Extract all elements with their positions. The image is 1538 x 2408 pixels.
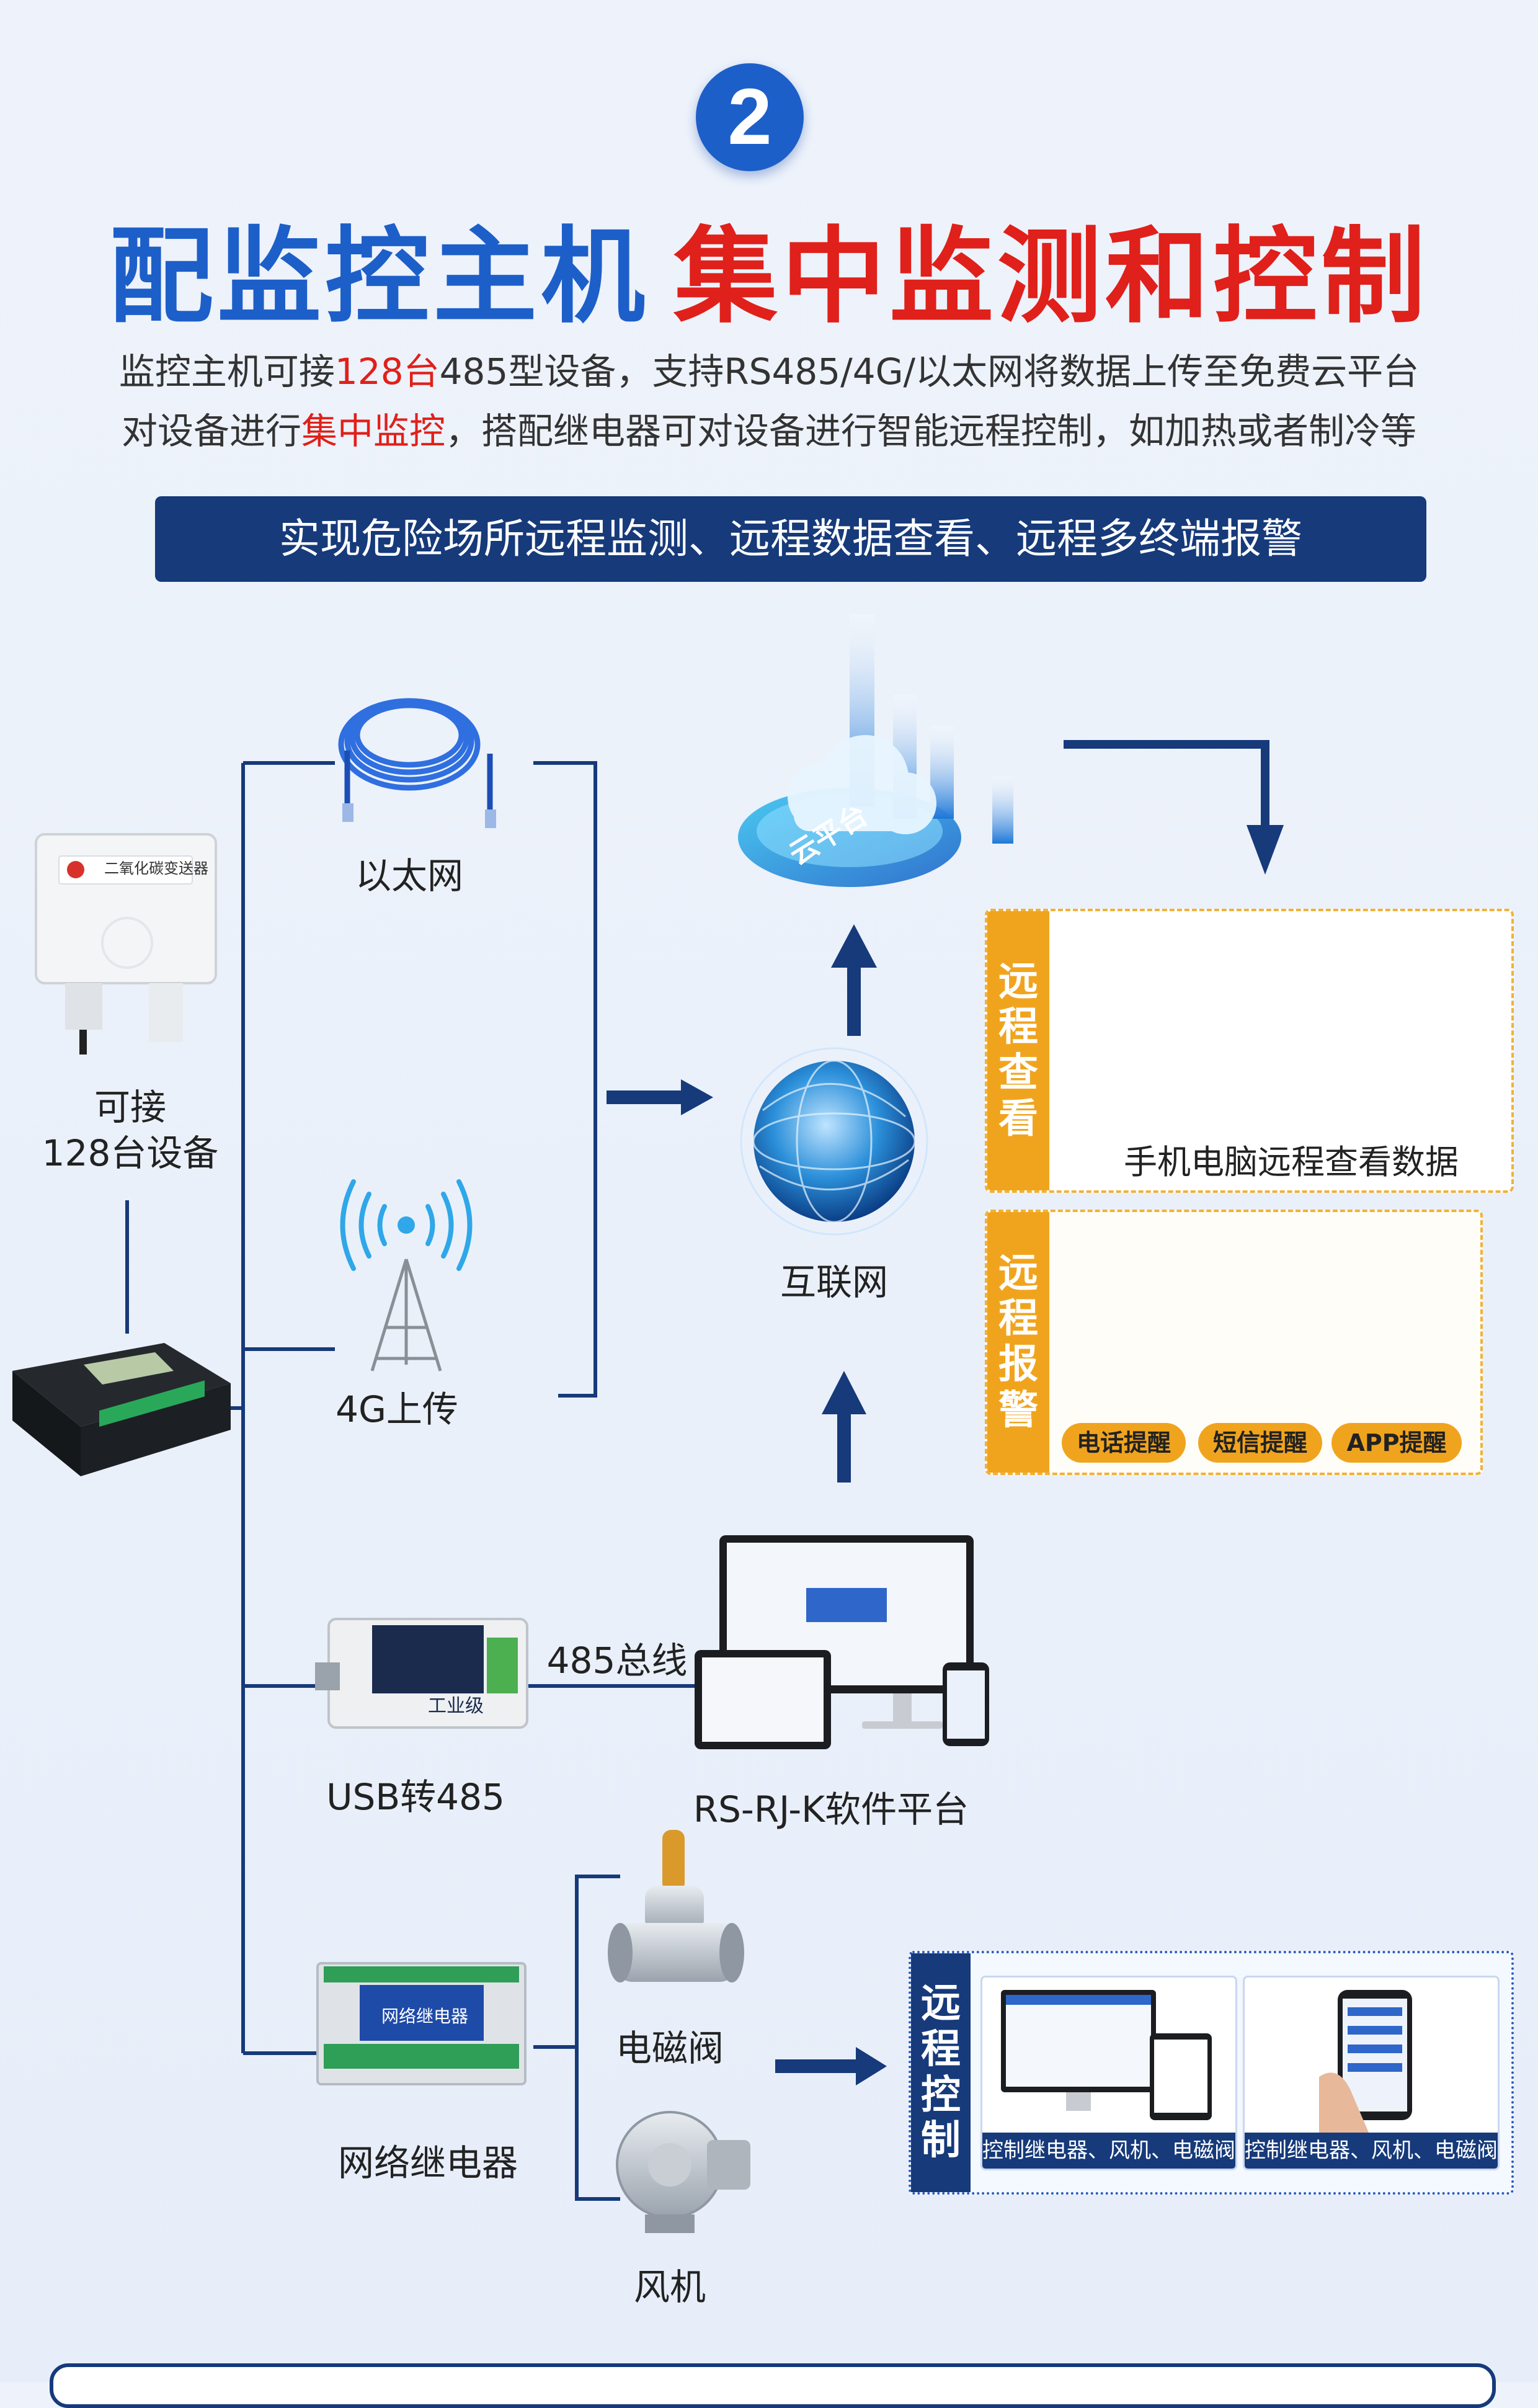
ethernet-cable-illustration [338,698,493,813]
tab-char: 程 [998,1004,1038,1051]
network-relay-illustration [316,1962,527,2085]
usb-converter-label: USB转485 [326,1776,505,1818]
tab-char: 程 [998,1296,1038,1342]
remote-view-tab: 远 程 查 看 [987,911,1049,1190]
tab-char: 报 [998,1342,1038,1388]
usb-converter-illustration [315,1618,528,1729]
step-number-badge: 2 [696,63,804,171]
tab-char: 控 [921,2072,961,2118]
feature-banner: 实现危险场所远程监测、远程数据查看、远程多终端报警 [155,496,1426,582]
control-mobile-card: 控制继电器、风机、电磁阀 [1243,1976,1500,2170]
software-platform-illustration [695,1535,989,1749]
tab-char: 看 [998,1095,1038,1142]
converter-plate-text: 工业级 [428,1695,484,1717]
remote-alarm-tab: 远 程 报 警 [987,1212,1049,1473]
blower-fan-illustration [616,2111,750,2233]
connector-lines [125,740,1269,2201]
description-line-1: 监控主机可接128台485型设备，支持RS485/4G/以太网将数据上传至免费云… [0,342,1538,395]
cloud-platform-illustration [738,614,1013,887]
remote-control-panel: 远 程 控 制 控制继电器、风机、电磁阀 [909,1951,1514,2195]
solenoid-valve-illustration [608,1830,744,1982]
solenoid-valve-label: 电磁阀 [615,2027,724,2069]
app-alert-pill: APP提醒 [1331,1423,1462,1463]
tab-char: 程 [921,2026,961,2072]
monitor-host-illustration [12,1343,231,1476]
desktop-monitor-illustration [1001,1990,1212,2120]
sms-alert-pill: 短信提醒 [1198,1423,1322,1463]
fan-label: 风机 [633,2266,706,2308]
antenna-tower-illustration [370,1259,442,1371]
remote-view-panel: 远 程 查 看 手机电脑远程查看数据 [985,909,1514,1193]
remote-view-caption: 手机电脑远程查看数据 [1124,1143,1459,1182]
description-highlight: 集中监控 [301,410,445,452]
description-text: 监控主机可接 [118,350,335,393]
tab-char: 查 [998,1050,1038,1096]
description-text: 485型设备，支持RS485/4G/以太网将数据上传至免费云平台 [439,350,1420,393]
control-desktop-card: 控制继电器、风机、电磁阀 [980,1976,1237,2170]
control-mobile-caption: 控制继电器、风机、电磁阀 [1245,2133,1498,2169]
co2-transmitter-illustration [35,833,217,1055]
control-desktop-caption: 控制继电器、风机、电磁阀 [982,2133,1235,2169]
device-capacity-label-line2: 128台设备 [42,1132,219,1174]
description-text: ，搭配继电器可对设备进行智能远程控制，如加热或者制冷等 [445,410,1417,452]
remote-alarm-panel: 远 程 报 警 电话提醒 短信提醒 APP提醒 [985,1210,1483,1475]
flow-arrows [607,825,1284,2085]
internet-label: 互联网 [780,1261,888,1303]
description-line-2: 对设备进行集中监控，搭配继电器可对设备进行智能远程控制，如加热或者制冷等 [0,402,1538,454]
rs485-bus-label: 485总线 [546,1639,688,1682]
tab-char: 警 [998,1387,1038,1434]
tab-char: 远 [998,958,1038,1005]
remote-control-tab: 远 程 控 制 [911,1953,971,2192]
tab-char: 远 [921,1981,961,2027]
headline-red-part: 集中监测和控制 [673,216,1429,337]
tab-char: 制 [921,2118,961,2164]
headline-blue-part: 配监控主机 [109,216,649,337]
tab-char: 远 [998,1250,1038,1296]
device-capacity-label-line1: 可接 [94,1086,166,1128]
description-highlight: 128台 [334,350,440,393]
signal-waves-icon [340,1179,473,1271]
hand-phone-illustration [1319,1990,1412,2133]
transmitter-plate-text: 二氧化碳变送器 [104,860,208,877]
cellular-upload-label: 4G上传 [336,1388,458,1430]
relay-plate-text: 网络继电器 [381,2006,468,2027]
software-platform-label: RS-RJ-K软件平台 [693,1788,969,1831]
next-section-frame [50,2363,1496,2408]
description-text: 对设备进行 [121,410,301,452]
globe-illustration [740,1047,928,1236]
network-relay-label: 网络继电器 [337,2142,518,2184]
phone-alert-pill: 电话提醒 [1062,1423,1186,1463]
page-headline: 配监控主机集中监测和控制 [0,192,1538,343]
ethernet-label: 以太网 [355,855,463,897]
